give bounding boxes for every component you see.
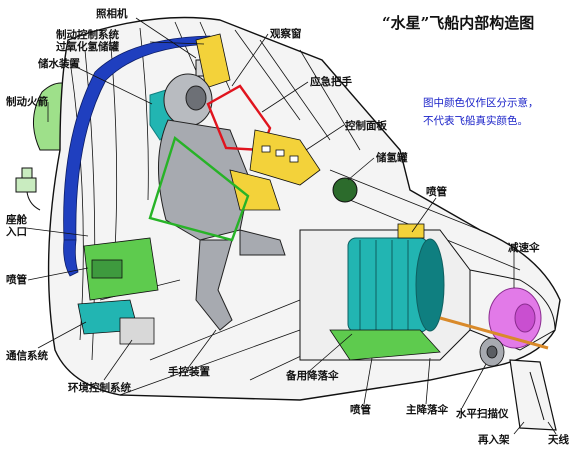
label-camera: 照相机 xyxy=(96,8,128,20)
label-main-chute: 主降落伞 xyxy=(406,404,448,416)
comm-system xyxy=(77,237,159,335)
color-note-line-1: 图中颜色仅作区分示意， xyxy=(423,97,539,109)
label-comm: 通信系统 xyxy=(6,350,48,362)
label-nozzle-bottom: 喷管 xyxy=(350,404,371,416)
label-retro-rocket: 制动火箭 xyxy=(6,96,48,108)
label-hydrogen: 储氢罐 xyxy=(376,152,408,164)
label-reentry-frame: 再入架 xyxy=(478,434,510,446)
label-hatch: 座舱 入口 xyxy=(6,214,27,238)
label-control-system: 制动控制系统 xyxy=(56,29,119,41)
label-env: 环境控制系统 xyxy=(68,382,131,394)
label-nozzle-upper: 喷管 xyxy=(426,186,447,198)
antenna-rod xyxy=(439,316,549,350)
drogue-chute xyxy=(488,287,542,349)
label-drogue: 减速伞 xyxy=(508,242,540,254)
label-nozzle-left: 喷管 xyxy=(6,274,27,286)
reserve-chute xyxy=(329,329,441,361)
hydrogen-tank xyxy=(332,177,358,203)
astronaut xyxy=(157,73,286,331)
control-panel xyxy=(229,129,321,211)
label-scanner: 水平扫描仪 xyxy=(456,408,509,420)
label-reserve-chute: 备用降落伞 xyxy=(286,370,339,382)
env-control xyxy=(119,317,155,345)
peroxide-tank xyxy=(195,33,231,89)
diagram-title: “水星”飞船内部构造图 xyxy=(382,14,535,32)
color-note: 图中颜色仅作区分示意， 不代表飞船真实颜色。 xyxy=(423,94,539,130)
reentry-frame xyxy=(509,359,557,431)
seat-outline xyxy=(148,135,250,242)
label-control-panel: 控制面板 xyxy=(345,120,387,132)
horizon-scanner xyxy=(479,337,505,367)
label-window: 观察窗 xyxy=(270,28,302,40)
label-manual: 手控装置 xyxy=(168,366,210,378)
color-note-line-2: 不代表飞船真实颜色。 xyxy=(423,115,528,127)
label-handle: 应急把手 xyxy=(310,76,352,88)
label-antenna: 天线 xyxy=(548,434,569,446)
hatch-rim xyxy=(63,35,215,241)
main-chute xyxy=(347,237,445,333)
label-peroxide-tank: 过氧化氢储罐 xyxy=(56,41,119,53)
label-water: 储水装置 xyxy=(38,58,80,70)
retro-rocket xyxy=(15,167,37,193)
